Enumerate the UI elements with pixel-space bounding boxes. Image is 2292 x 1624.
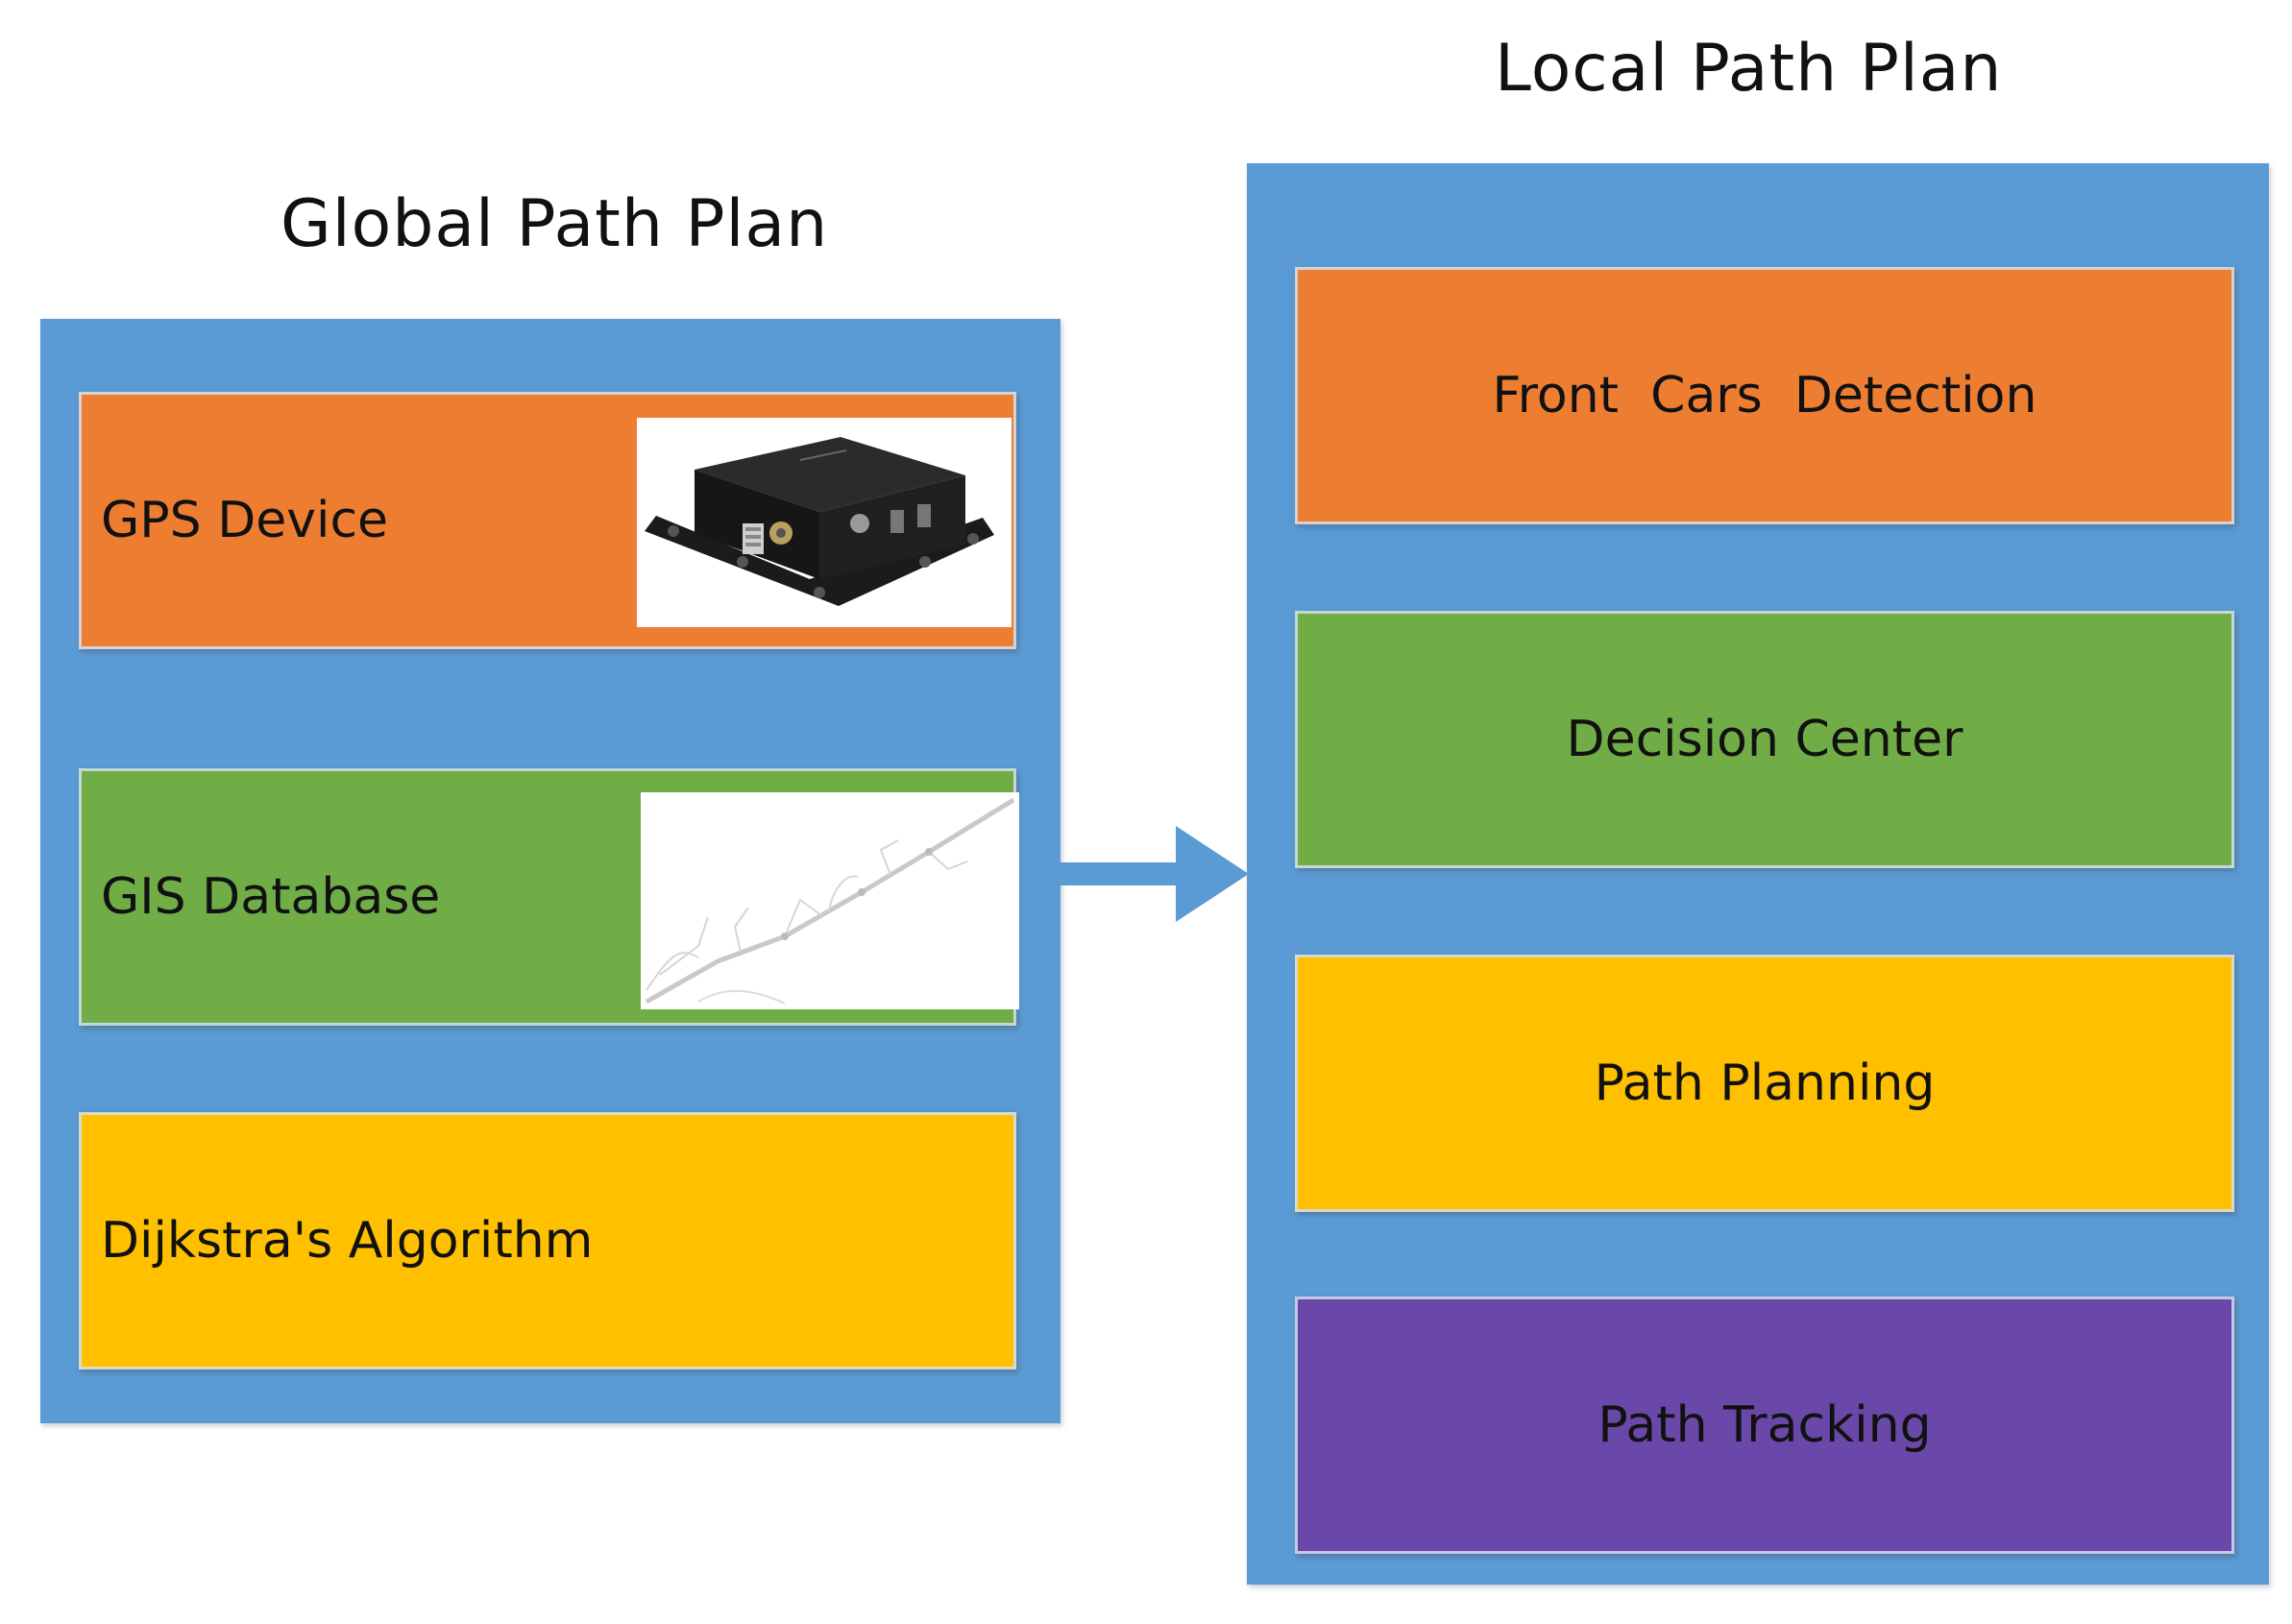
global-path-plan-title: Global Path Plan: [280, 186, 829, 262]
local-path-plan-title: Local Path Plan: [1495, 31, 2003, 107]
gps-device-box: GPS Device: [79, 392, 1016, 649]
gis-database-label: GIS Database: [101, 868, 441, 926]
dijkstras-algorithm-box: Dijkstra's Algorithm: [79, 1112, 1016, 1369]
right-arrow-icon: [1061, 826, 1249, 922]
path-planning-box: Path Planning: [1295, 955, 2234, 1212]
local-path-plan-panel: Front Cars Detection Decision Center Pat…: [1247, 163, 2269, 1585]
gis-map-image: [641, 792, 1019, 1009]
path-tracking-box: Path Tracking: [1295, 1297, 2234, 1554]
path-planning-label: Path Planning: [1594, 1054, 1936, 1112]
decision-center-box: Decision Center: [1295, 611, 2234, 868]
global-path-plan-panel: GPS Device: [40, 319, 1061, 1423]
dijkstras-algorithm-label: Dijkstra's Algorithm: [101, 1212, 594, 1270]
front-cars-detection-label: Front Cars Detection: [1492, 367, 2037, 424]
gps-device-image: [637, 418, 1012, 627]
gis-database-box: GIS Database: [79, 768, 1019, 1026]
path-tracking-label: Path Tracking: [1597, 1396, 1932, 1454]
decision-center-label: Decision Center: [1566, 711, 1963, 768]
front-cars-detection-box: Front Cars Detection: [1295, 267, 2234, 524]
gps-device-icon: [637, 418, 1012, 627]
road-map-icon: [641, 792, 1019, 1009]
gps-device-label: GPS Device: [101, 492, 389, 549]
